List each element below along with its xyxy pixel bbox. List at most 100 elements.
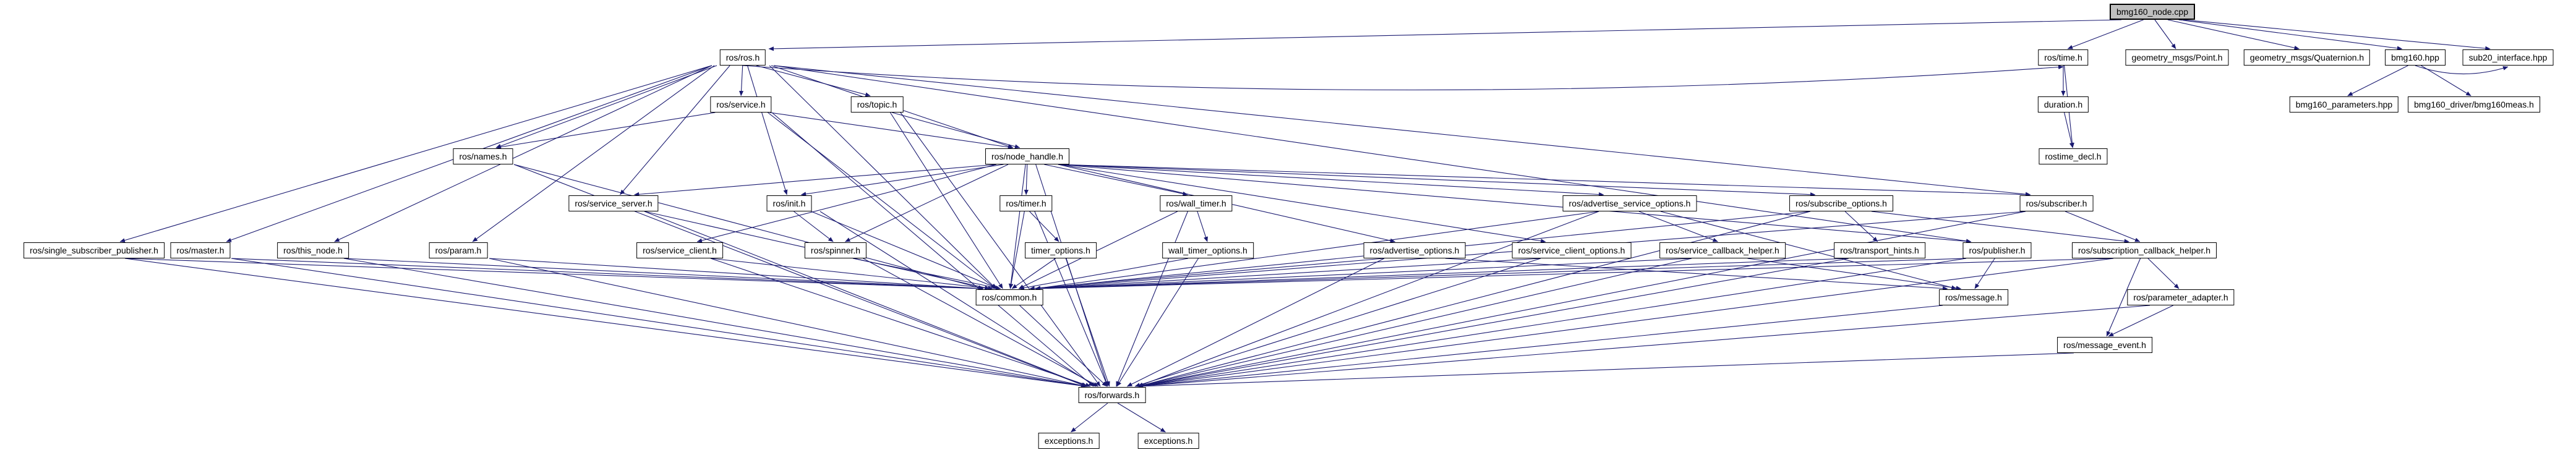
graph-node-wall_timer_options_h[interactable]: wall_timer_options.h <box>1162 242 1254 258</box>
edge-ros_h--this_node_h <box>334 65 712 242</box>
graph-node-bmg160_hpp[interactable]: bmg160.hpp <box>2385 49 2445 66</box>
graph-node-forwards_h[interactable]: ros/forwards.h <box>1078 387 1146 403</box>
edge-bmg160_node_cpp--time_h <box>2067 19 2144 49</box>
edge-this_node_h--common_h <box>343 258 984 291</box>
graph-node-advertise_options_h[interactable]: ros/advertise_options.h <box>1363 242 1466 258</box>
edge-init_h--forwards_h <box>819 211 1097 387</box>
graph-node-timer_options_h[interactable]: timer_options.h <box>1025 242 1097 258</box>
graph-node-spinner_h[interactable]: ros/spinner.h <box>804 242 867 258</box>
graph-node-common_h[interactable]: ros/common.h <box>975 289 1043 305</box>
graph-node-topic_h[interactable]: ros/topic.h <box>850 96 904 113</box>
edge-ros_h--param_h <box>472 65 715 242</box>
graph-node-service_client_options_h[interactable]: ros/service_client_options.h <box>1512 242 1632 258</box>
graph-node-master_h[interactable]: ros/master.h <box>170 242 231 258</box>
graph-node-init_h[interactable]: ros/init.h <box>766 195 812 211</box>
edge-subscribe_options_h--transport_hints_h <box>1844 211 1878 242</box>
edge-publisher_h--forwards_h <box>1137 258 1967 388</box>
edge-service_h--names_h <box>495 112 716 150</box>
graph-node-subscription_callback_helper_h[interactable]: ros/subscription_callback_helper.h <box>2071 242 2217 258</box>
edge-service_client_options_h--common_h <box>1035 258 1541 291</box>
edge-node_handle_h--service_client_options_h <box>1058 164 1546 244</box>
edge-subscribe_options_h--subscription_callback_helper_h <box>1871 211 2129 244</box>
graph-node-duration_h[interactable]: duration.h <box>2037 96 2089 113</box>
edge-timer_h--timer_options_h <box>1029 211 1059 242</box>
graph-node-point_h[interactable]: geometry_msgs/Point.h <box>2125 49 2229 66</box>
graph-node-this_node_h[interactable]: ros/this_node.h <box>277 242 349 258</box>
edge-bmg160_hpp--bmg160_parameters_hpp <box>2347 65 2408 96</box>
edge-subscriber_h--subscription_callback_helper_h <box>2065 211 2141 242</box>
edge-names_h--common_h <box>513 164 984 290</box>
edge-advertise_service_options_h--service_callback_helper_h <box>1638 211 1718 242</box>
edge-node_handle_h--advertise_service_options_h <box>1058 164 1604 197</box>
edge-node_handle_h--publisher_h <box>1058 164 1972 244</box>
graph-node-bmg160meas_h[interactable]: bmg160_driver/bmg160meas.h <box>2408 96 2540 113</box>
graph-node-rostime_decl_h[interactable]: rostime_decl.h <box>2039 148 2108 164</box>
edge-topic_h--forwards_h <box>900 112 1101 387</box>
edge-wall_timer_h--wall_timer_options_h <box>1197 211 1208 242</box>
edge-publisher_h--common_h <box>1035 258 1967 291</box>
graph-node-timer_h[interactable]: ros/timer.h <box>999 195 1053 211</box>
graph-node-quaternion_h[interactable]: geometry_msgs/Quaternion.h <box>2243 49 2371 66</box>
edge-bmg160_hpp--sub20_hpp <box>2415 65 2509 75</box>
graph-node-names_h[interactable]: ros/names.h <box>453 148 513 164</box>
edge-transport_hints_h--common_h <box>1035 258 1849 291</box>
edge-ros_h--time_h <box>742 65 2064 91</box>
graph-node-subscribe_options_h[interactable]: ros/subscribe_options.h <box>1789 195 1893 211</box>
edge-ros_h--single_sub_pub_h <box>119 65 712 243</box>
graph-node-time_h[interactable]: ros/time.h <box>2038 49 2089 66</box>
edge-subscription_callback_helper_h--message_event_h <box>2106 258 2141 337</box>
edge-advertise_service_options_h--common_h <box>1035 211 1599 291</box>
graph-node-publisher_h[interactable]: ros/publisher.h <box>1962 242 2032 258</box>
graph-node-param_h[interactable]: ros/param.h <box>429 242 488 258</box>
graph-node-service_h[interactable]: ros/service.h <box>710 96 772 113</box>
edge-service_client_h--forwards_h <box>710 258 1091 387</box>
graph-node-bmg160_node_cpp[interactable]: bmg160_node.cpp <box>2110 4 2195 20</box>
edge-spinner_h--common_h <box>852 258 1001 290</box>
graph-node-parameter_adapter_h[interactable]: ros/parameter_adapter.h <box>2127 289 2235 305</box>
edge-node_handle_h--service_client_h <box>696 164 997 243</box>
edge-forwards_h--exceptions_a <box>1071 402 1108 433</box>
edge-init_h--spinner_h <box>794 211 834 242</box>
edge-timer_h--common_h <box>1009 211 1025 289</box>
graph-node-sub20_hpp[interactable]: sub20_interface.hpp <box>2462 49 2554 66</box>
graph-node-wall_timer_h[interactable]: ros/wall_timer.h <box>1160 195 1233 211</box>
graph-node-message_h[interactable]: ros/message.h <box>1939 289 2008 305</box>
edge-duration_h--rostime_decl_h <box>2064 112 2074 148</box>
edge-timer_options_h--common_h <box>1011 258 1056 289</box>
edge-transport_hints_h--forwards_h <box>1137 258 1849 388</box>
edge-this_node_h--forwards_h <box>343 258 1087 388</box>
edge-ros_h--subscriber_h <box>773 65 2031 197</box>
edge-topic_h--common_h <box>889 112 1003 289</box>
graph-node-bmg160_parameters_hpp[interactable]: bmg160_parameters.hpp <box>2289 96 2399 113</box>
graph-node-message_event_h[interactable]: ros/message_event.h <box>2057 337 2152 353</box>
graph-node-ros_h[interactable]: ros/ros.h <box>719 49 766 66</box>
graph-node-node_handle_h[interactable]: ros/node_handle.h <box>985 148 1069 164</box>
graph-node-exceptions_a[interactable]: exceptions.h <box>1038 433 1100 449</box>
graph-node-service_server_h[interactable]: ros/service_server.h <box>568 195 659 211</box>
edge-service_h--node_handle_h <box>769 112 1014 150</box>
edge-ros_h--topic_h <box>756 65 871 97</box>
edge-service_client_h--common_h <box>710 258 993 291</box>
edge-node_handle_h--subscribe_options_h <box>1058 164 1816 197</box>
edge-ros_h--common_h <box>769 65 996 289</box>
edge-bmg160_hpp--bmg160meas_h <box>2421 65 2471 96</box>
graph-node-advertise_service_options_h[interactable]: ros/advertise_service_options.h <box>1562 195 1697 211</box>
graph-node-subscriber_h[interactable]: ros/subscriber.h <box>2019 195 2094 211</box>
graph-node-service_callback_helper_h[interactable]: ros/service_callback_helper.h <box>1659 242 1786 258</box>
graph-node-exceptions_b[interactable]: exceptions.h <box>1137 433 1199 449</box>
edge-node_handle_h--common_h <box>1008 164 1026 289</box>
edge-subscription_callback_helper_h--forwards_h <box>1137 258 2114 388</box>
edge-ros_h--service_server_h <box>620 65 730 195</box>
graph-node-service_client_h[interactable]: ros/service_client.h <box>636 242 723 258</box>
edge-ros_h--service_h <box>739 65 744 96</box>
edge-service_server_h--forwards_h <box>644 211 1088 387</box>
graph-node-transport_hints_h[interactable]: ros/transport_hints.h <box>1834 242 1925 258</box>
edge-node_handle_h--subscriber_h <box>1058 164 2031 197</box>
edge-master_h--common_h <box>231 258 984 291</box>
edge-single_sub_pub_h--common_h <box>124 258 984 291</box>
edge-node_handle_h--init_h <box>800 164 1004 197</box>
graph-node-single_sub_pub_h[interactable]: ros/single_subscriber_publisher.h <box>24 242 165 258</box>
edge-service_callback_helper_h--forwards_h <box>1137 258 1692 388</box>
edge-node_handle_h--service_server_h <box>633 164 997 197</box>
edge-message_event_h--forwards_h <box>1137 352 2074 389</box>
